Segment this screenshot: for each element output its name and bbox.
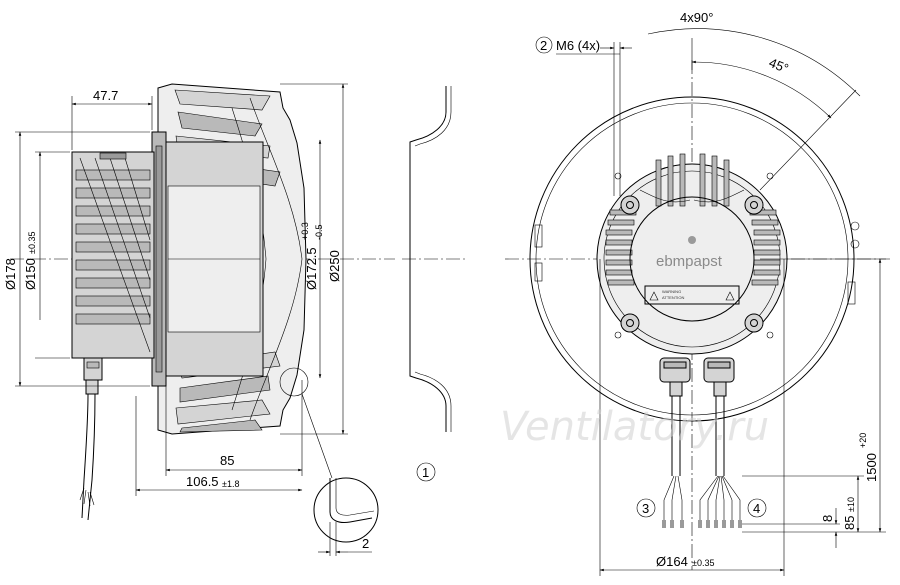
side-dim-250: Ø250 xyxy=(327,250,342,282)
front-cable-glands xyxy=(659,357,735,397)
watermark: Ventilatory.ru xyxy=(500,404,769,450)
callout-3: 3 xyxy=(642,501,649,516)
dim-164-tol: ±0.35 xyxy=(692,558,714,568)
cable-glands xyxy=(83,357,103,395)
callout-4-circle xyxy=(747,498,767,518)
cooling-fins xyxy=(75,157,151,353)
callout-4: 4 xyxy=(753,501,760,516)
side-dim-47-7: 47.7 xyxy=(93,88,118,103)
warning-label xyxy=(644,285,740,305)
side-dim-106-5-tol: ±1.8 xyxy=(222,479,239,489)
side-dim-172-5-tol-lower: -0.5 xyxy=(314,224,324,240)
side-dim-150-tol: ±0.35 xyxy=(27,232,37,254)
warning-text: WARNING xyxy=(662,289,681,294)
side-view: 47.7 Ø178 Ø150 ±0.35 Ø172.5 +0.3 -0.5 Ø2… xyxy=(3,83,395,556)
logo-fan-icon xyxy=(688,236,696,244)
side-dim-172-5-tol-upper: +0.3 xyxy=(300,222,310,240)
callout-3-circle xyxy=(636,498,656,518)
dim-164: Ø164 xyxy=(656,554,688,569)
dim-1500-tol: +20 xyxy=(858,433,868,448)
dim-1500: 1500 xyxy=(864,453,879,482)
thread-label: M6 (4x) xyxy=(556,38,600,53)
marking-left-2 xyxy=(534,262,543,282)
inlet-nozzle-view: 1 xyxy=(402,86,465,482)
side-dim-150: Ø150 xyxy=(23,258,38,290)
side-dim-106-5: 106.5 xyxy=(186,474,219,489)
brand-logo: ebmpapst xyxy=(656,253,723,270)
angle-arc-outer xyxy=(647,28,861,97)
angle-4x90: 4x90° xyxy=(680,10,713,25)
detail-dim-2: 2 xyxy=(362,536,369,551)
dim-85-10: 85 xyxy=(842,516,857,530)
front-cables xyxy=(662,396,742,528)
angle-45: 45° xyxy=(767,55,791,76)
marking-left-1 xyxy=(534,224,543,248)
dim-8: 8 xyxy=(820,515,835,522)
detail-circle xyxy=(313,477,379,543)
marking-right-1 xyxy=(847,281,856,305)
marking-right-icon-1 xyxy=(850,221,860,231)
marking-right-icon-2 xyxy=(850,239,860,249)
callout-1-circle xyxy=(416,462,436,482)
callout-2-circle xyxy=(535,36,553,54)
cooling-slots xyxy=(605,153,781,286)
front-view: ebmpapst WARNING ATTENTION 2 M6 (4x) xyxy=(505,10,890,576)
attention-text: ATTENTION xyxy=(662,295,684,300)
dim-85-10-tol: ±10 xyxy=(846,497,856,512)
electronics-cover xyxy=(629,196,755,322)
callout-2: 2 xyxy=(540,38,547,53)
angle-arc-45 xyxy=(691,60,832,119)
side-dim-178: Ø178 xyxy=(3,258,18,290)
cables xyxy=(79,393,96,521)
side-dim-172-5: Ø172.5 xyxy=(304,247,319,290)
detail-marker xyxy=(279,367,309,397)
motor-label-plate xyxy=(99,152,127,160)
callout-1: 1 xyxy=(422,465,429,480)
side-dim-85: 85 xyxy=(220,453,234,468)
mounting-bosses xyxy=(614,172,774,339)
